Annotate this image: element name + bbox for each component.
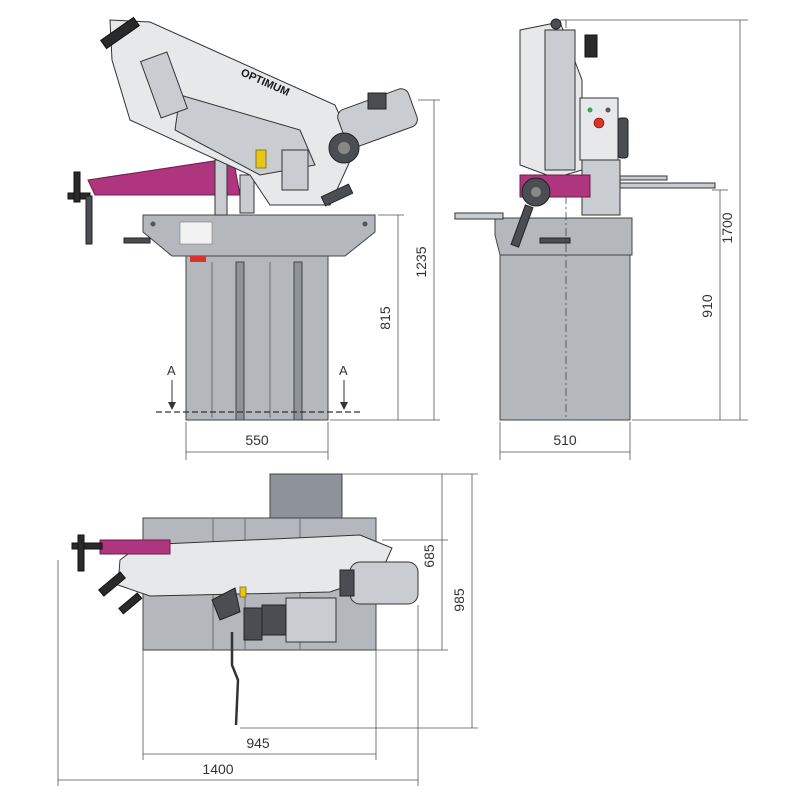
top-motor [349,561,419,605]
dim-910: 910 [699,294,715,318]
top-vise-arm [99,539,171,555]
front-tension-spring [320,183,354,207]
dim-985: 985 [451,588,467,612]
front-column-slot-left [235,261,245,421]
front-table-plate [142,214,376,257]
dim-550: 550 [245,432,269,448]
front-column-slot-right [293,261,303,421]
dim-1400: 1400 [202,761,233,777]
front-vise-handle [73,171,81,203]
front-lever [123,237,151,244]
side-indicator [605,107,611,113]
side-base-column [499,254,631,421]
dim-815: 815 [377,306,393,330]
top-gear-sector [211,587,241,621]
front-table-label [179,221,213,245]
top-bracket [243,607,263,641]
section-marker-left: A [167,363,176,378]
side-start-button [587,107,593,113]
side-stop-button [593,117,605,129]
top-vise-handle [77,534,85,572]
top-gearbox-cover [261,604,287,636]
side-material-support [614,182,716,189]
side-material-support [454,212,504,220]
section-arrowhead-right [340,402,348,410]
front-blade-guide [139,51,189,119]
section-marker-right: A [339,363,348,378]
side-material-support [614,175,668,181]
front-arm-handle [100,16,140,50]
top-yellow-mark [239,586,247,598]
top-drop-lever [230,632,240,726]
front-motor-cap [367,92,387,110]
front-vise-arm [87,159,241,196]
side-vise-hub [531,187,541,197]
front-view: OPTIMUM A A 550 815 1235 [67,16,440,460]
front-base-column [185,254,329,421]
front-blade-guide [281,149,309,191]
side-top-knob [550,18,562,30]
front-vise-jaw [214,159,228,216]
front-gear-hub [338,142,350,154]
side-vise-lever [510,204,534,248]
side-lock-handle [539,237,571,244]
front-vise-leg [85,195,93,245]
top-arm-handle [97,571,127,597]
dim-685: 685 [421,544,437,568]
front-vise-jaw [239,174,255,214]
side-control-handle [617,117,629,159]
top-vise-handle [71,542,103,550]
side-control-panel [579,97,619,161]
side-head-handle [584,34,598,58]
front-warning-marker [255,149,267,169]
top-view: 685 985 945 1400 [57,473,478,786]
section-arrowhead-left [168,402,176,410]
top-motor-cap [339,569,355,597]
top-rear-block [269,473,343,519]
dim-1235: 1235 [413,246,429,277]
side-view: 510 910 1700 [454,18,748,460]
top-gearbox [285,597,337,643]
front-column-badge [190,256,206,262]
front-table-bolt [150,221,156,227]
front-table-bolt [362,221,368,227]
top-arm-handle [118,592,143,615]
dim-510: 510 [553,432,577,448]
dim-1700: 1700 [719,212,735,243]
dim-945: 945 [246,735,270,751]
side-blade-housing [544,29,576,171]
